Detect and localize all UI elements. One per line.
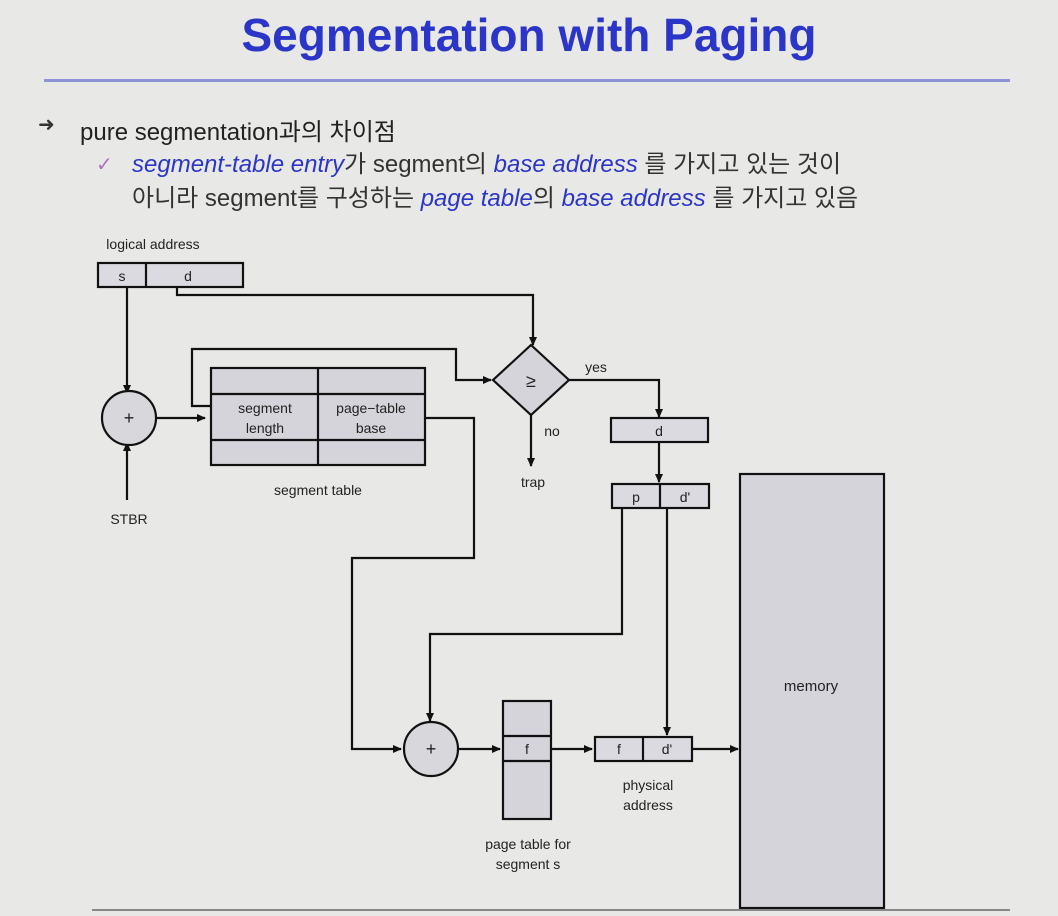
page-table-base-label-2: base [356, 420, 387, 436]
adder-plus-1: + [124, 408, 135, 428]
stbr-label: STBR [110, 511, 147, 527]
em-segment-table-entry: segment-table entry [132, 151, 345, 178]
compare-symbol: ≥ [526, 371, 536, 391]
em-page-table: page table [420, 185, 533, 212]
arrow-yes [569, 378, 663, 418]
memory-label: memory [784, 678, 839, 695]
memory-block [738, 472, 886, 910]
text-span: 아니라 segment를 구성하는 [132, 185, 421, 212]
checkmark-icon: ✓ [96, 154, 113, 176]
text-span: 가 segment의 [344, 151, 494, 178]
adder-plus-2: + [426, 739, 437, 759]
em-base-address: base address [493, 151, 638, 178]
d-box [609, 416, 710, 444]
p-label: p [632, 489, 640, 505]
arrow-d-to-comparator [175, 287, 537, 346]
logical-address-box [96, 261, 245, 289]
segment-length-label-1: segment [238, 400, 292, 416]
d-box-label: d [655, 423, 663, 439]
s-label: s [119, 268, 126, 284]
arrow-segment-length-to-comparator [190, 347, 492, 408]
bullet-sub-line-2: 아니라 segment를 구성하는 page table의 base addre… [132, 182, 858, 216]
phys-f-label: f [617, 741, 621, 757]
physical-address-label-2: address [623, 797, 673, 813]
arrow-page-table-base-to-adder [350, 416, 476, 753]
slide-title: Segmentation with Paging [241, 9, 817, 61]
title-divider [44, 79, 1010, 82]
dprime-label: d' [680, 489, 690, 505]
bullet-arrow-icon: ➜ [38, 114, 55, 136]
phys-dprime-label: d' [662, 741, 672, 757]
text-span: 를 가지고 있는 것이 [637, 151, 842, 178]
physical-address-label-1: physical [623, 777, 674, 793]
no-label: no [544, 423, 560, 439]
text-span: 의 [532, 185, 562, 212]
d-label: d [184, 268, 192, 284]
trap-label: trap [521, 474, 545, 490]
arrow-p-to-adder [426, 508, 624, 722]
em-base-address-2: base address [561, 185, 706, 212]
page-table-for-label-1: page table for [485, 836, 571, 852]
yes-label: yes [585, 359, 607, 375]
bullet-sub-line-1: segment-table entry가 segment의 base addre… [132, 148, 841, 182]
text-span: 를 가지고 있음 [705, 185, 859, 212]
bullet-main-text: pure segmentation과의 차이점 [80, 119, 396, 146]
page-table-for-label-2: segment s [496, 856, 561, 872]
segment-table-label: segment table [274, 482, 362, 498]
logical-address-label: logical address [106, 236, 199, 252]
page-table-base-label-1: page−table [336, 400, 406, 416]
segment-length-label-2: length [246, 420, 284, 436]
f-label: f [525, 741, 529, 757]
